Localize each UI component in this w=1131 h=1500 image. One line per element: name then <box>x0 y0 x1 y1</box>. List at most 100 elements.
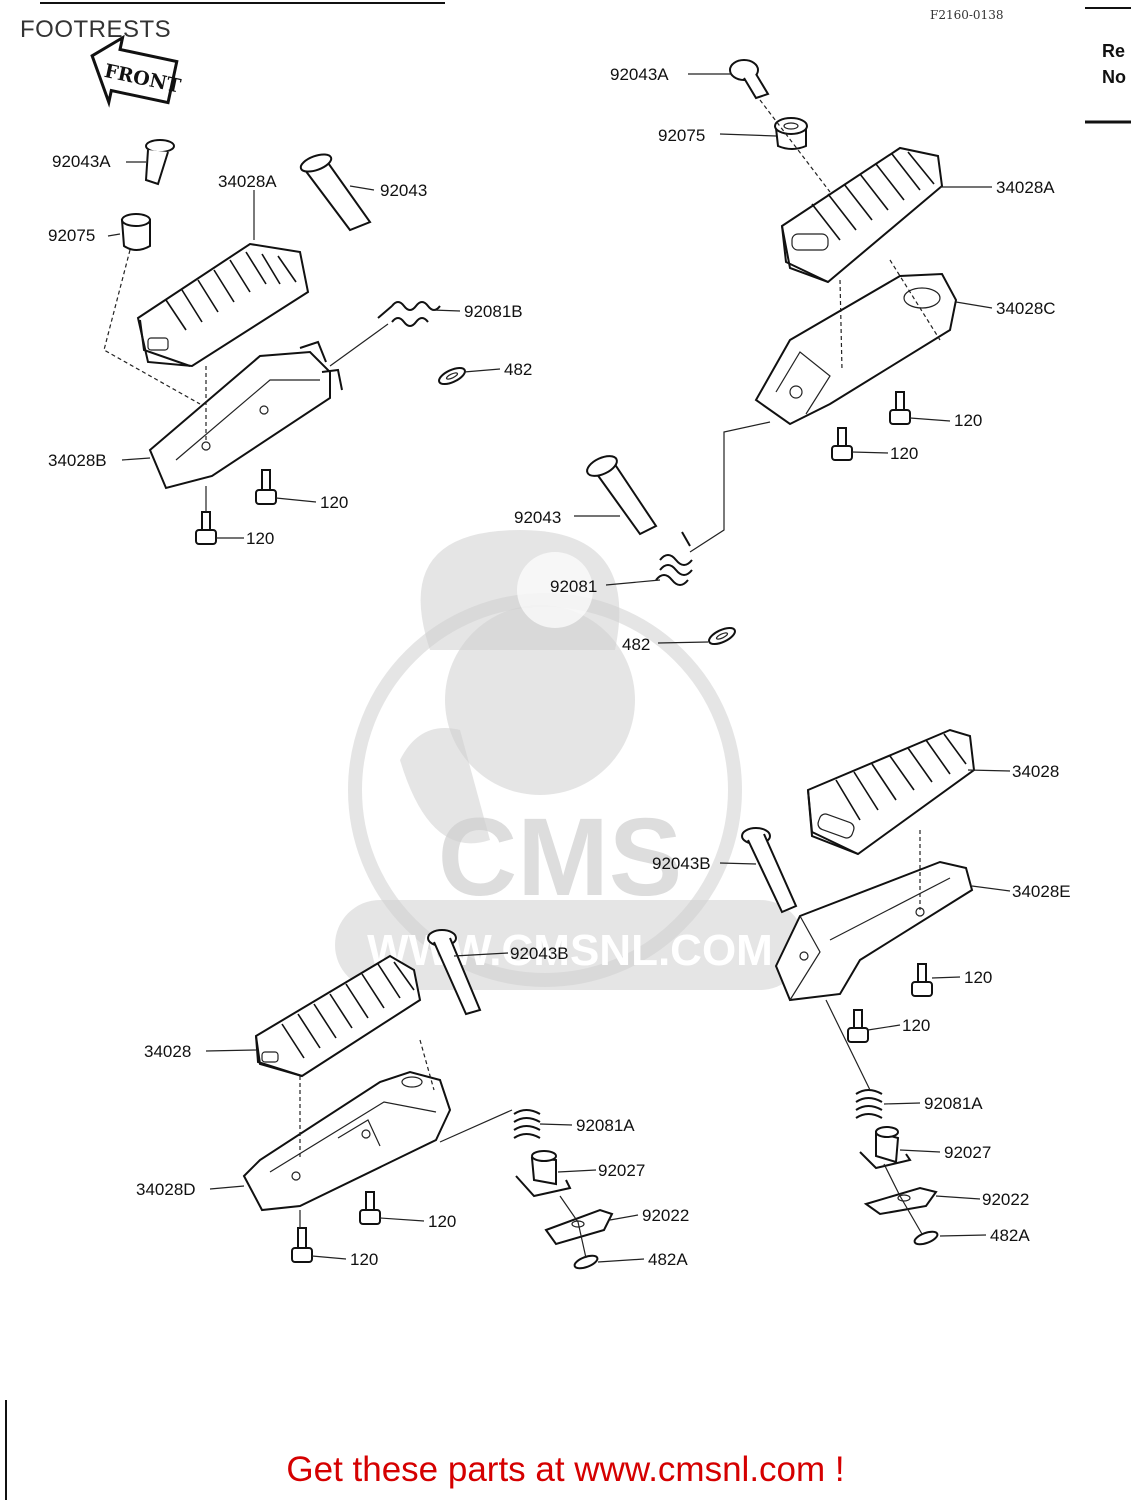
spring-92081b <box>377 301 441 327</box>
bracket-34028c <box>754 272 958 426</box>
watermark-arm <box>400 728 490 844</box>
assembly-front-left: 92043A 92043 34028A 92075 92081B 482 340… <box>48 139 532 548</box>
callout-482: 482 <box>504 360 532 379</box>
callout-92075: 92075 <box>658 126 705 145</box>
bracket-34028b <box>148 340 343 490</box>
callout-92081: 92081 <box>550 577 597 596</box>
callout-120: 120 <box>428 1212 456 1231</box>
callout-34028b: 34028B <box>48 451 107 470</box>
callout-92043b: 92043B <box>510 944 569 963</box>
watermark-head <box>445 605 635 795</box>
bolt-120-a <box>911 963 933 997</box>
front-arrow-shape <box>90 34 179 108</box>
assembly-line-2 <box>825 999 871 1091</box>
clip-482 <box>438 366 466 386</box>
callout-92022: 92022 <box>642 1206 689 1225</box>
watermark-goggle <box>517 552 593 628</box>
callout-120: 120 <box>320 493 348 512</box>
assembly-line-3 <box>439 1109 513 1143</box>
watermark-logo-text: CMS <box>438 796 682 919</box>
callout-34028c: 34028C <box>996 299 1056 318</box>
bolt-120-a <box>889 391 911 425</box>
pin-92043 <box>299 153 372 232</box>
spring-92081a <box>513 1109 541 1139</box>
callout-120: 120 <box>964 968 992 987</box>
bolt-120-b <box>847 1009 869 1043</box>
bushing-92075 <box>774 117 808 150</box>
assembly-rear-left: 92043B 34028 34028D 92081A 92027 92022 1… <box>136 929 689 1270</box>
collar-92027 <box>859 1126 912 1170</box>
pin-92043a <box>144 139 175 186</box>
callout-34028a: 34028A <box>218 172 277 191</box>
assembly-line-1 <box>759 99 831 193</box>
clip-482 <box>708 626 736 646</box>
callout-92043: 92043 <box>380 181 427 200</box>
page-edge-text: Re No <box>1102 38 1126 90</box>
clip-482a <box>573 1254 599 1270</box>
bushing-92075 <box>120 213 151 251</box>
bracket-34028d <box>242 1070 452 1212</box>
callout-92043: 92043 <box>514 508 561 527</box>
pin-92043 <box>586 455 658 536</box>
callout-482: 482 <box>622 635 650 654</box>
drawing-code: F2160-0138 <box>930 8 1004 22</box>
rubber-34028a <box>136 242 310 368</box>
callout-120: 120 <box>350 1250 378 1269</box>
spring-92081 <box>655 531 693 586</box>
edge-text-line-1: Re <box>1102 41 1126 61</box>
callout-92043b: 92043B <box>652 854 711 873</box>
callout-34028: 34028 <box>144 1042 191 1061</box>
callout-482a: 482A <box>990 1226 1030 1245</box>
callout-120: 120 <box>954 411 982 430</box>
assembly-line-2 <box>839 279 843 371</box>
front-arrow: FRONT <box>90 34 183 108</box>
plate-92022 <box>863 1186 938 1216</box>
bolt-120-b <box>291 1227 313 1263</box>
pin-92043b <box>427 929 482 1016</box>
assembly-front-right: 92043A 92075 34028A 34028C 120 120 92043… <box>514 59 1056 654</box>
clip-482a <box>913 1230 939 1246</box>
assembly-line-2 <box>419 1039 435 1091</box>
assembly-line-4 <box>689 421 771 553</box>
assembly-line-3 <box>883 1163 923 1235</box>
callout-120: 120 <box>890 444 918 463</box>
callout-92075: 92075 <box>48 226 95 245</box>
assembly-line-3 <box>329 323 389 367</box>
bolt-120-a <box>255 469 277 505</box>
page-title: FOOTRESTS <box>20 16 172 43</box>
callout-34028: 34028 <box>1012 762 1059 781</box>
pin-92043b <box>741 827 798 914</box>
assembly-line-3 <box>889 259 941 341</box>
callout-120: 120 <box>246 529 274 548</box>
watermark-url-text: WWW.CMSNL.COM <box>367 926 773 975</box>
callout-34028e: 34028E <box>1012 882 1071 901</box>
assembly-line-1 <box>103 249 201 405</box>
callout-482a: 482A <box>648 1250 688 1269</box>
footer-shop-link[interactable]: Get these parts at www.cmsnl.com ! <box>286 1450 845 1489</box>
cms-watermark: CMS WWW.CMSNL.COM <box>335 530 805 990</box>
rubber-34028 <box>254 954 422 1078</box>
bolt-120-a <box>359 1191 381 1225</box>
collar-92027 <box>515 1150 572 1198</box>
assembly-line-5 <box>559 1195 587 1259</box>
callout-92081b: 92081B <box>464 302 523 321</box>
bolt-120-b <box>831 427 853 461</box>
spring-92081a <box>855 1089 883 1119</box>
assembly-rear-right: 34028 92043B 34028E 120 120 92081A 92027… <box>652 728 1071 1246</box>
callout-34028a: 34028A <box>996 178 1055 197</box>
bolt-120-b <box>195 511 217 545</box>
callout-92081a: 92081A <box>924 1094 983 1113</box>
callout-92043a: 92043A <box>610 65 669 84</box>
rubber-34028a <box>780 146 944 284</box>
callout-34028d: 34028D <box>136 1180 196 1199</box>
pin-92043a <box>729 59 770 100</box>
callout-92027: 92027 <box>598 1161 645 1180</box>
rubber-34028 <box>806 728 976 856</box>
edge-text-line-2: No <box>1102 67 1126 87</box>
callout-120: 120 <box>902 1016 930 1035</box>
callout-92027: 92027 <box>944 1143 991 1162</box>
callout-92081a: 92081A <box>576 1116 635 1135</box>
callout-92022: 92022 <box>982 1190 1029 1209</box>
bracket-34028e <box>774 860 974 1002</box>
